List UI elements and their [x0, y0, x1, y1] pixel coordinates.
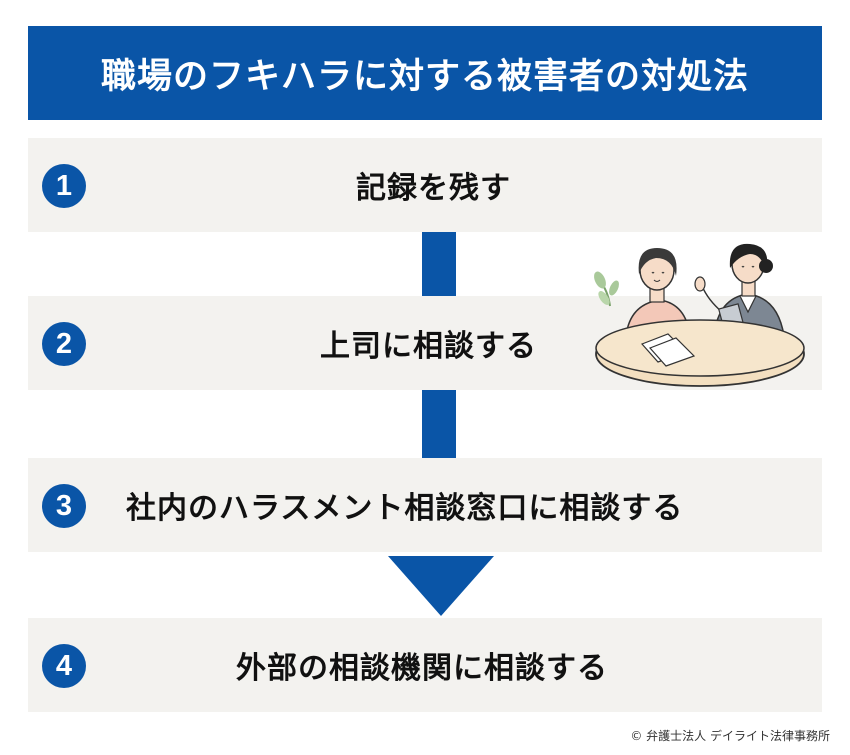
step-3: 3 社内のハラスメント相談窓口に相談する [28, 458, 822, 552]
step-2-label: 上司に相談する [320, 329, 537, 364]
step-1-label: 記録を残す [356, 171, 511, 206]
connector-1-2 [422, 232, 456, 296]
table [595, 319, 805, 387]
step-1-number: 1 [42, 164, 86, 208]
step-4-label: 外部の相談機関に相談する [236, 651, 608, 686]
page-title-text: 職場のフキハラに対する被害者の対処法 [100, 56, 749, 97]
page-title: 職場のフキハラに対する被害者の対処法 [28, 26, 822, 120]
step-4: 4 外部の相談機関に相談する [28, 618, 822, 712]
step-4-number: 4 [42, 644, 86, 688]
step-2-number: 2 [42, 322, 86, 366]
step-3-label: 社内のハラスメント相談窓口に相談する [126, 491, 684, 526]
copyright-text: © 弁護士法人 デイライト法律事務所 [630, 729, 830, 743]
step-3-number: 3 [42, 484, 86, 528]
plant-icon [594, 271, 619, 307]
connector-2-3 [422, 390, 456, 458]
documents-icon [640, 333, 696, 367]
step-1: 1 記録を残す [28, 138, 822, 232]
consultation-illustration [594, 243, 805, 387]
